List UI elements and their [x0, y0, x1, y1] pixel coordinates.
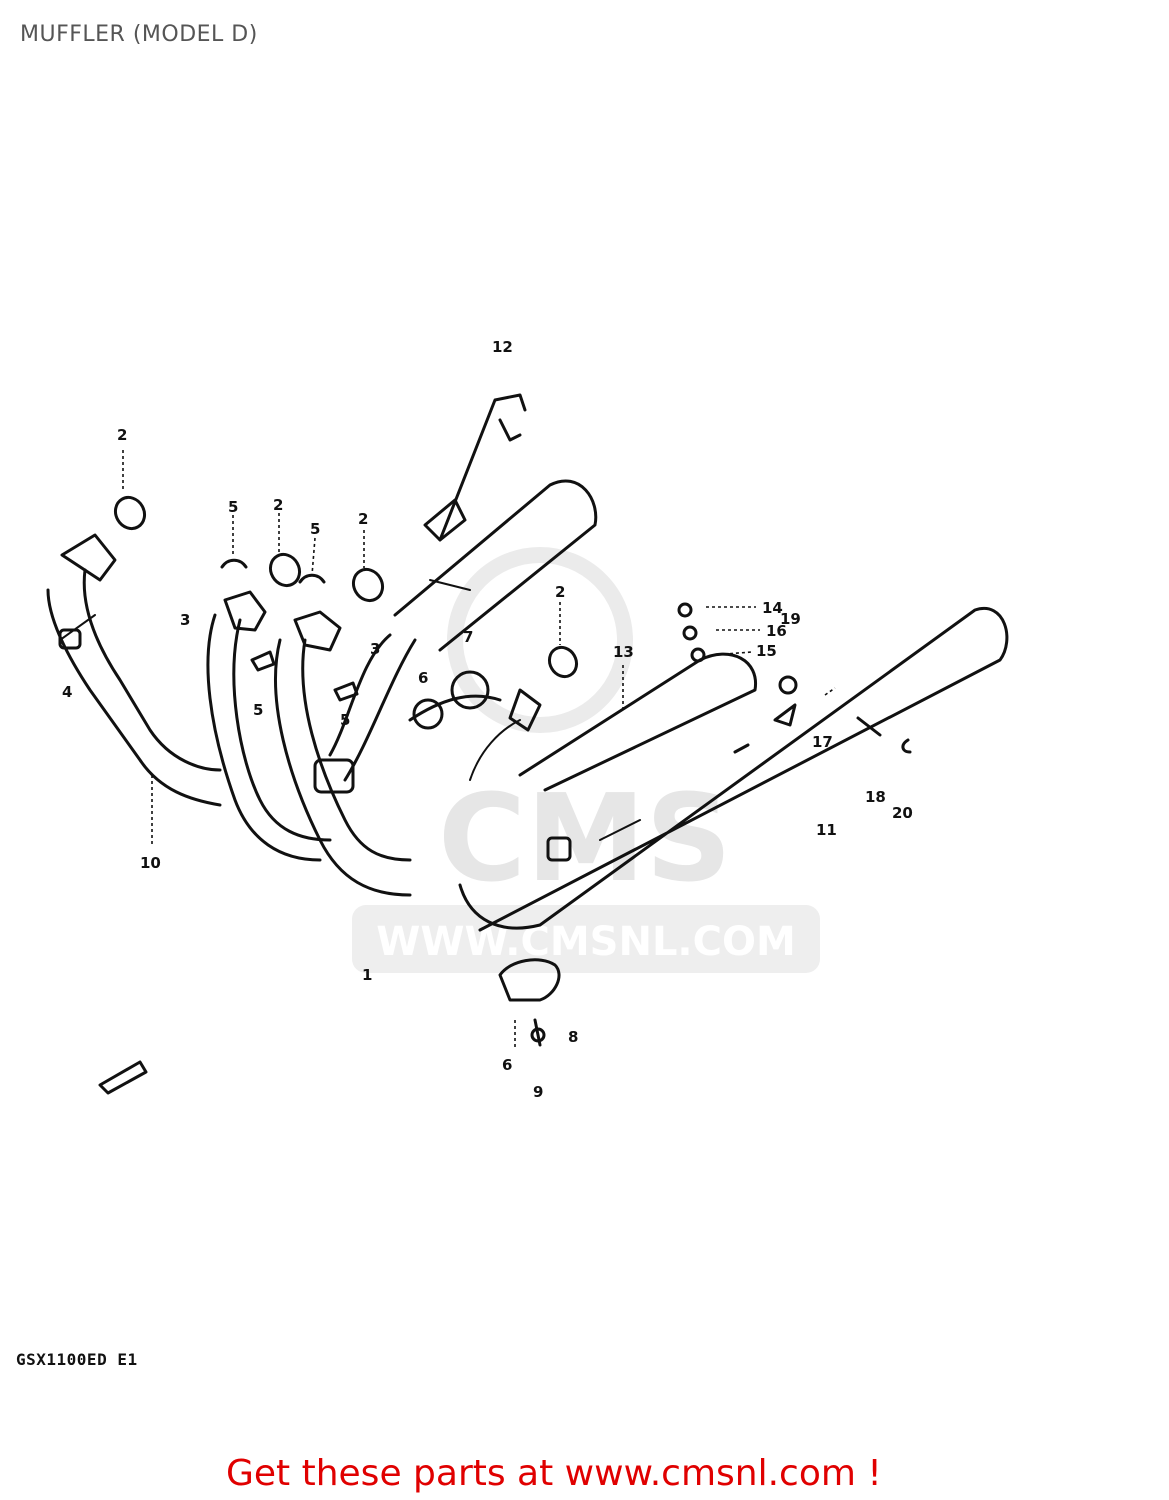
callout-5: 5 [228, 498, 238, 516]
callout-5: 5 [310, 520, 320, 538]
watermark-url-band [352, 905, 820, 973]
callout-4: 4 [62, 683, 72, 701]
callout-1: 1 [362, 966, 372, 984]
callout-13: 13 [613, 643, 634, 661]
callout-labels: 12 2 5 2 5 2 3 3 4 5 5 6 7 2 13 14 16 15… [62, 338, 913, 1101]
small-hardware [98, 558, 912, 1095]
watermark-brand: CMS [438, 770, 732, 909]
callout-7: 7 [463, 628, 473, 646]
callout-5: 5 [253, 701, 263, 719]
callout-2: 2 [117, 426, 127, 444]
callout-12: 12 [492, 338, 513, 356]
callout-8: 8 [568, 1028, 578, 1046]
callout-18: 18 [865, 788, 886, 806]
callout-6: 6 [418, 669, 428, 687]
callout-3: 3 [180, 611, 190, 629]
callout-10: 10 [140, 854, 161, 872]
diagram-title: MUFFLER (MODEL D) [20, 22, 258, 47]
get-parts-link[interactable]: Get these parts at www.cmsnl.com ! [226, 1453, 882, 1494]
callout-16: 16 [766, 622, 787, 640]
callout-3: 3 [370, 640, 380, 658]
watermark: CMS WWW.CMSNL.COM [352, 547, 820, 973]
callout-20: 20 [892, 804, 913, 822]
watermark-logo-ring [447, 547, 633, 733]
callout-14: 14 [762, 599, 783, 617]
exhaust-pipe-inner [206, 590, 412, 897]
callout-2: 2 [273, 496, 283, 514]
callout-19: 19 [780, 610, 801, 628]
leader-lines [122, 450, 836, 1050]
callout-2: 2 [555, 583, 565, 601]
callout-5: 5 [340, 711, 350, 729]
callout-9: 9 [533, 1083, 543, 1101]
exhaust-pipe-left [46, 533, 222, 807]
watermark-url: WWW.CMSNL.COM [376, 919, 796, 965]
callout-2: 2 [358, 510, 368, 528]
callout-11: 11 [816, 821, 837, 839]
model-code: GSX1100ED E1 [16, 1350, 138, 1369]
callout-15: 15 [756, 642, 777, 660]
callout-17: 17 [812, 733, 833, 751]
gaskets [113, 495, 579, 679]
callout-6: 6 [502, 1056, 512, 1074]
muffler-upper [393, 393, 598, 652]
